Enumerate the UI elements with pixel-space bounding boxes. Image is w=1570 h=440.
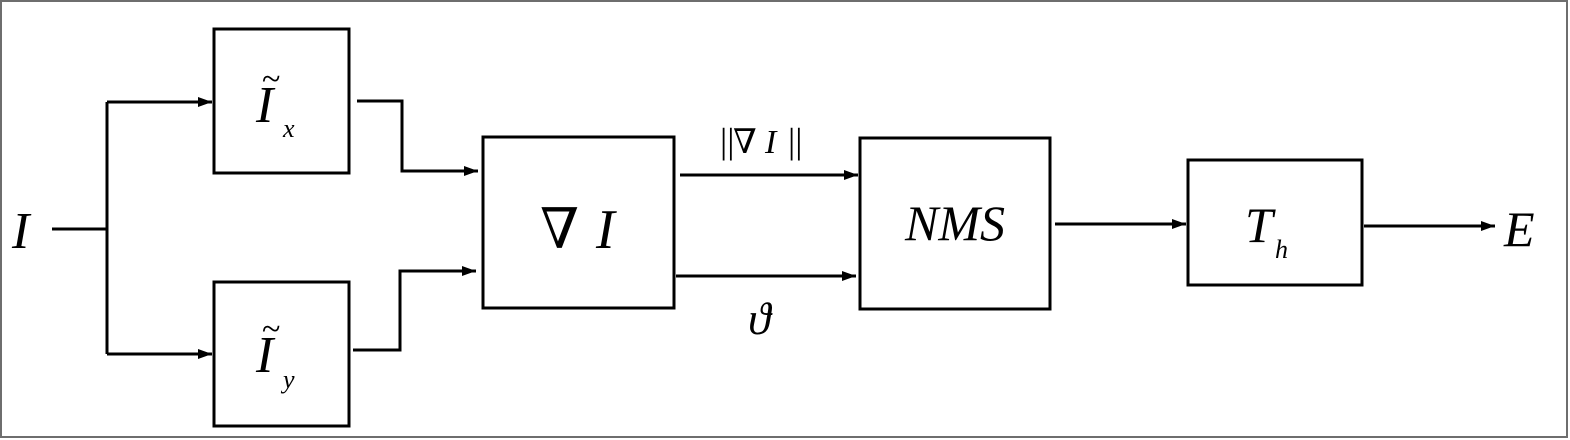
input-label: I — [11, 203, 32, 260]
block-ix: I ~ x — [212, 27, 351, 175]
block-nms-label: NMS — [904, 195, 1005, 251]
block-ix-box — [212, 27, 351, 175]
block-gradient-var: I — [595, 199, 617, 261]
magnitude-bars-right: || — [788, 121, 802, 161]
magnitude-nabla: ∇ — [733, 124, 757, 161]
block-ix-sub: x — [282, 114, 295, 143]
block-threshold-box — [1186, 158, 1364, 287]
output-label: E — [1503, 201, 1535, 257]
block-threshold-sub: h — [1275, 235, 1288, 264]
block-iy-base: I — [255, 327, 276, 384]
block-iy-tilde: ~ — [262, 311, 280, 348]
block-nms-box — [858, 136, 1052, 311]
block-ix-tilde: ~ — [262, 61, 280, 98]
connector-ix-to-grad — [357, 99, 478, 176]
block-nms: NMS — [858, 136, 1052, 311]
block-iy-box — [212, 280, 351, 428]
block-iy: I ~ y — [212, 280, 351, 428]
input-split — [52, 102, 109, 354]
block-ix-base: I — [255, 77, 276, 134]
block-gradient-nabla: ∇ — [540, 199, 579, 261]
block-iy-sub: y — [280, 365, 295, 394]
block-threshold-base: T — [1245, 197, 1276, 253]
block-threshold: T h — [1186, 158, 1364, 287]
block-gradient-box — [481, 135, 676, 310]
edge-angle-label: ϑ — [748, 293, 773, 344]
magnitude-bars-left: || — [720, 121, 734, 161]
connector-iy-to-grad — [353, 266, 476, 352]
edge-magnitude-label: || ∇ I || — [720, 121, 802, 161]
magnitude-var: I — [764, 124, 778, 161]
block-gradient: ∇ I — [481, 135, 676, 310]
